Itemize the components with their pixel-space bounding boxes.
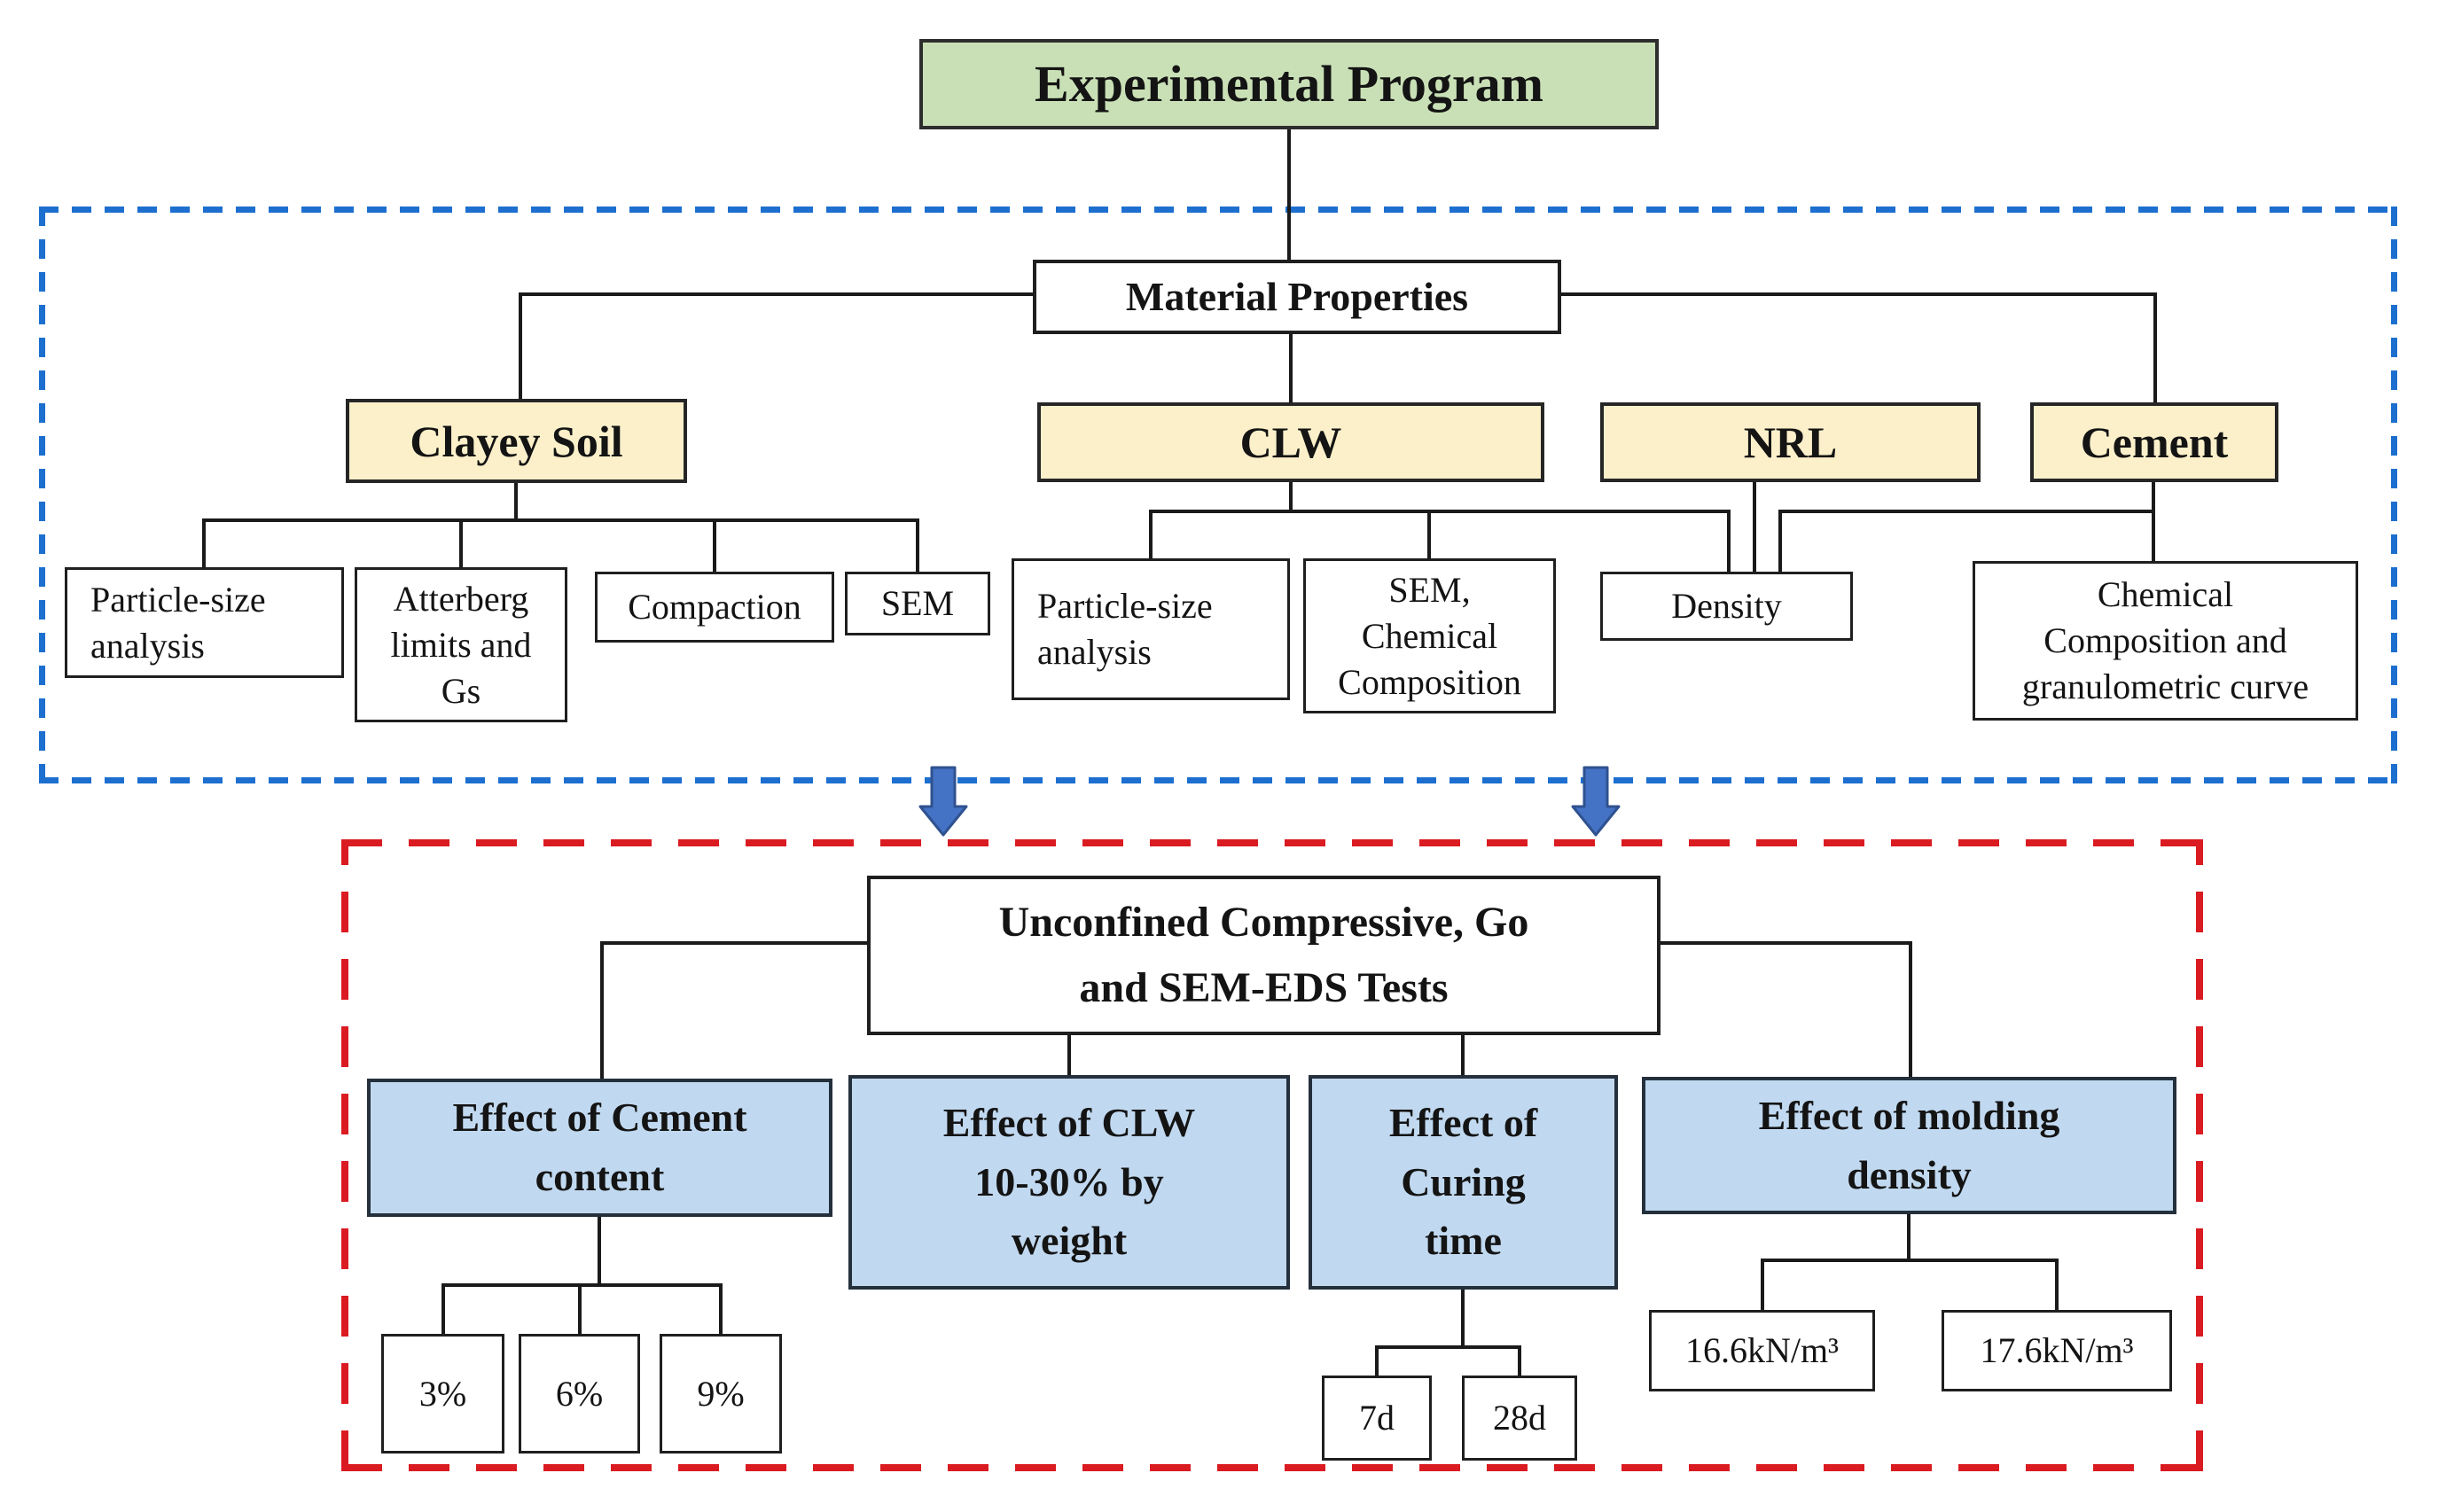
node-cement-label: Cement <box>2080 417 2229 467</box>
node-density: Density <box>1600 572 1853 641</box>
node-particle-size-analysis-soil-label: Particle-size analysis <box>90 579 266 666</box>
connector-line <box>2055 1259 2059 1310</box>
node-6-percent: 6% <box>519 1334 640 1454</box>
node-clw-label: CLW <box>1239 417 1342 467</box>
connector-line <box>1427 510 1431 558</box>
connector-line <box>202 518 919 522</box>
node-effect-curing-time-label: Effect of Curing time <box>1388 1099 1538 1264</box>
node-material-properties-label: Material Properties <box>1125 273 1469 319</box>
connector-line <box>1660 941 1911 945</box>
node-experimental-program-label: Experimental Program <box>1035 54 1543 113</box>
node-sem: SEM <box>845 572 990 635</box>
node-sem-label: SEM <box>880 583 955 623</box>
node-effect-clw-label: Effect of CLW 10-30% by weight <box>942 1099 1196 1264</box>
node-chemical-composition-label: Chemical Composition and granulometric c… <box>2021 574 2309 706</box>
connector-line <box>1375 1345 1379 1376</box>
connector-line <box>441 1283 445 1334</box>
node-16-6-kn-label: 16.6kN/m³ <box>1684 1330 1840 1370</box>
node-atterberg-limits-label: Atterberg limits and Gs <box>390 578 532 711</box>
connector-line <box>2153 292 2157 402</box>
connector-line <box>1761 1259 2057 1262</box>
connector-line <box>202 518 206 567</box>
connector-line <box>459 518 463 567</box>
node-effect-clw: Effect of CLW 10-30% by weight <box>848 1075 1290 1290</box>
connector-line <box>713 518 716 572</box>
node-effect-molding-density-label: Effect of molding density <box>1758 1092 2060 1197</box>
node-chemical-composition: Chemical Composition and granulometric c… <box>1973 561 2358 721</box>
node-3-percent: 3% <box>381 1334 504 1454</box>
connector-line <box>441 1283 723 1287</box>
connector-line <box>1518 1345 1521 1376</box>
connector-line <box>1289 482 1293 510</box>
connector-line <box>2152 482 2155 561</box>
node-effect-molding-density: Effect of molding density <box>1642 1077 2176 1214</box>
node-nrl: NRL <box>1600 402 1981 482</box>
node-unconfined-tests: Unconfined Compressive, Go and SEM-EDS T… <box>867 876 1660 1035</box>
node-effect-cement-content: Effect of Cement content <box>367 1079 832 1217</box>
node-clayey-soil: Clayey Soil <box>346 399 687 483</box>
connector-line <box>1907 1214 1911 1259</box>
node-sem-chemical-composition: SEM, Chemical Composition <box>1303 558 1556 713</box>
node-16-6-kn: 16.6kN/m³ <box>1649 1310 1875 1391</box>
connector-line <box>1149 510 1153 558</box>
node-9-percent-label: 9% <box>697 1373 745 1414</box>
connector-line <box>1375 1345 1521 1349</box>
connector-line <box>719 1283 723 1334</box>
node-particle-size-analysis-clw: Particle-size analysis <box>1012 558 1290 700</box>
node-3-percent-label: 3% <box>418 1373 467 1414</box>
node-28d-label: 28d <box>1493 1398 1546 1438</box>
connector-line <box>1780 510 2155 513</box>
node-6-percent-label: 6% <box>555 1373 604 1414</box>
node-unconfined-tests-label: Unconfined Compressive, Go and SEM-EDS T… <box>998 898 1529 1011</box>
node-experimental-program: Experimental Program <box>919 39 1659 129</box>
connector-line <box>578 1283 582 1334</box>
node-9-percent: 9% <box>660 1334 782 1454</box>
node-28d: 28d <box>1462 1376 1577 1461</box>
node-effect-cement-content-label: Effect of Cement content <box>452 1095 747 1199</box>
node-material-properties: Material Properties <box>1033 260 1561 334</box>
connector-line <box>1909 941 1912 1077</box>
connector-line <box>1727 510 1731 572</box>
connector-line <box>1461 1290 1465 1345</box>
connector-line <box>1461 1035 1465 1075</box>
connector-line <box>602 941 867 945</box>
node-effect-curing-time: Effect of Curing time <box>1309 1075 1618 1290</box>
connector-line <box>1753 482 1756 572</box>
connector-line <box>1561 292 2155 296</box>
down-arrow-icon <box>1571 766 1621 837</box>
node-17-6-kn-label: 17.6kN/m³ <box>1980 1330 2134 1370</box>
connector-line <box>598 1217 601 1283</box>
down-arrow-icon <box>918 766 968 837</box>
node-density-label: Density <box>1671 586 1782 626</box>
node-nrl-label: NRL <box>1743 417 1838 467</box>
connector-line <box>1778 510 1782 572</box>
node-7d-label: 7d <box>1359 1398 1395 1438</box>
connector-line <box>1067 1035 1071 1075</box>
node-clayey-soil-label: Clayey Soil <box>410 416 623 466</box>
connector-line <box>1289 334 1293 402</box>
connector-line <box>1149 510 1731 513</box>
connector-line <box>600 941 604 1079</box>
connector-line <box>1761 1259 1764 1310</box>
node-atterberg-limits: Atterberg limits and Gs <box>355 567 567 722</box>
connector-line <box>520 292 1033 296</box>
connector-line <box>916 518 919 572</box>
node-clw: CLW <box>1037 402 1544 482</box>
node-particle-size-analysis-soil: Particle-size analysis <box>65 567 344 678</box>
connector-line <box>514 483 518 518</box>
node-7d: 7d <box>1322 1376 1432 1461</box>
node-sem-chemical-composition-label: SEM, Chemical Composition <box>1338 569 1521 702</box>
connector-line <box>1287 129 1291 260</box>
node-compaction-label: Compaction <box>628 587 801 627</box>
node-cement: Cement <box>2030 402 2278 482</box>
node-particle-size-analysis-clw-label: Particle-size analysis <box>1037 586 1213 672</box>
node-compaction: Compaction <box>595 572 834 643</box>
connector-line <box>519 292 522 399</box>
node-17-6-kn: 17.6kN/m³ <box>1942 1310 2172 1391</box>
